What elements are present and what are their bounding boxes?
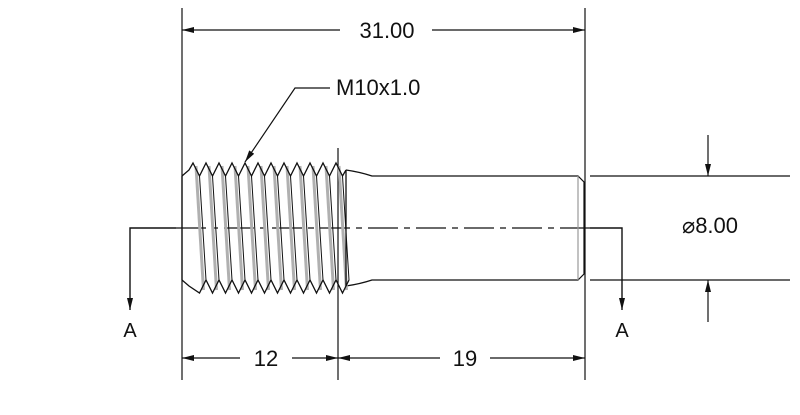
thread-hatch <box>311 165 322 291</box>
thread-root-line <box>238 175 246 281</box>
thread-root-line <box>277 175 285 281</box>
thread-section <box>181 161 350 295</box>
overall-length-dim: 31.00 <box>359 18 414 43</box>
thread-hatch <box>285 165 296 291</box>
thread-hatch <box>298 165 309 291</box>
shank-length-dim: 19 <box>453 346 477 371</box>
section-label-left: A <box>123 320 137 342</box>
thread-root-line <box>199 175 207 281</box>
thread-hatch <box>233 165 244 291</box>
thread-hatch <box>207 165 218 291</box>
thread-root-line <box>251 175 259 281</box>
thread-hatch <box>259 165 270 291</box>
thread-hatch <box>272 165 283 291</box>
thread-hatch <box>337 165 348 291</box>
thread-crest-bottom <box>181 278 350 295</box>
thread-root-line <box>316 175 324 281</box>
thread-hatch <box>246 165 257 291</box>
thread-leader <box>244 87 330 163</box>
thread-root-line <box>212 175 220 281</box>
thread-hatch <box>194 165 205 291</box>
thread-root-line <box>329 175 337 281</box>
diameter-dim: ⌀8.00 <box>682 213 738 238</box>
thread-root-line <box>303 175 311 281</box>
shank-body <box>345 169 585 287</box>
section-line-left <box>127 227 176 310</box>
thread-root-line <box>290 175 298 281</box>
thread-callout: M10x1.0 <box>336 75 420 100</box>
section-label-right: A <box>615 320 629 342</box>
thread-crest-top <box>181 161 347 178</box>
thread-root-line <box>264 175 272 281</box>
thread-root-line <box>225 175 233 281</box>
thread-length-dim: 12 <box>254 346 278 371</box>
thread-hatch <box>220 165 231 291</box>
thread-hatch <box>324 165 335 291</box>
section-line-right <box>590 227 625 310</box>
